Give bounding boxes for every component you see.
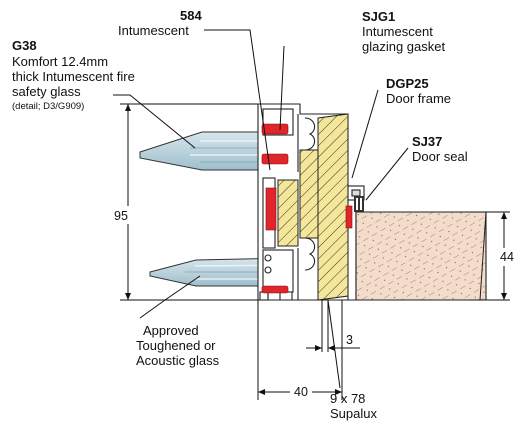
g38-line3: safety glass bbox=[12, 84, 81, 99]
supalux-size: 9 x 78 bbox=[330, 391, 365, 406]
approved-line2: Toughened or bbox=[136, 338, 216, 353]
supalux-name: Supalux bbox=[330, 406, 377, 421]
approved-line1: Approved bbox=[143, 323, 199, 338]
g38-line2: thick Intumescent fire bbox=[12, 69, 135, 84]
supalux-board bbox=[277, 113, 349, 301]
sjg1-line1: Intumescent bbox=[362, 24, 433, 39]
dim-height: 95 bbox=[114, 209, 128, 223]
sjg1-code: SJG1 bbox=[362, 9, 395, 24]
door-seal bbox=[354, 196, 364, 212]
i584-code: 584 bbox=[180, 8, 202, 23]
door-leaf bbox=[355, 211, 487, 301]
approved-line3: Acoustic glass bbox=[136, 353, 220, 368]
sj37-code: SJ37 bbox=[412, 134, 442, 149]
dgp25-code: DGP25 bbox=[386, 76, 429, 91]
dim-gap: 3 bbox=[346, 333, 353, 347]
dimension-lines bbox=[120, 103, 510, 400]
sj37-line1: Door seal bbox=[412, 149, 468, 164]
dim-door: 44 bbox=[500, 250, 514, 264]
g38-code: G38 bbox=[12, 38, 37, 53]
intumescent-strips bbox=[261, 123, 353, 294]
i584-line1: Intumescent bbox=[118, 23, 189, 38]
sjg1-line2: glazing gasket bbox=[362, 39, 445, 54]
g38-note: (detail; D3/G909) bbox=[12, 101, 84, 112]
dim-width: 40 bbox=[294, 385, 308, 399]
g38-line1: Komfort 12.4mm bbox=[12, 54, 108, 69]
dgp25-line1: Door frame bbox=[386, 91, 451, 106]
